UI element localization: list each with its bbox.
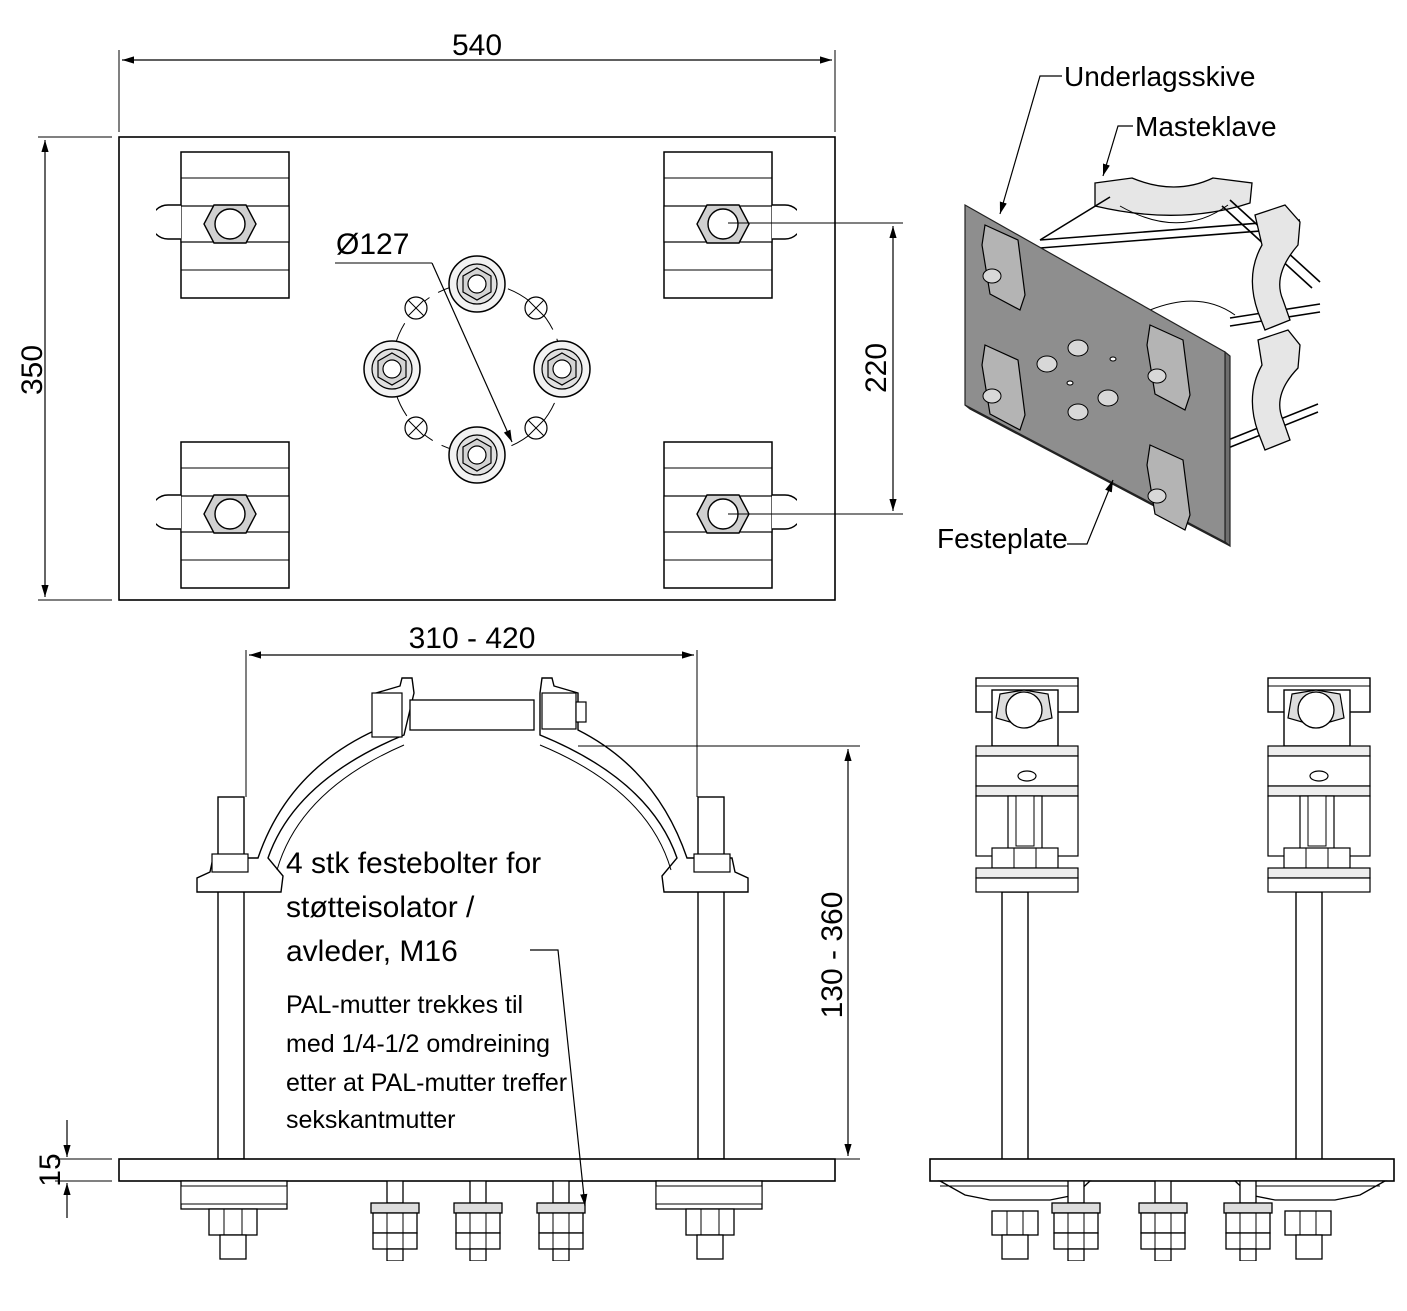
- plate-width-dim: 540: [452, 29, 502, 62]
- bolt-head-top: [448, 255, 506, 313]
- side-clamp-right: [1267, 677, 1371, 893]
- front-clamp-bolt: [409, 699, 535, 731]
- note-bolts-line3: avleder, M16: [286, 935, 458, 968]
- front-base-plate: [118, 1158, 836, 1182]
- front-center-bolt-1: [370, 1181, 420, 1261]
- note-pal-line4: sekskantmutter: [286, 1106, 456, 1134]
- label-plate: Festeplate: [937, 523, 1068, 554]
- front-center-bolt-3: [536, 1181, 586, 1261]
- front-rod-left: [217, 796, 245, 1160]
- side-rod-right: [1295, 891, 1323, 1163]
- iso-center-bolts: [1036, 339, 1119, 421]
- label-clamp: Masteklave: [1135, 111, 1277, 142]
- side-clamp-left: [975, 677, 1079, 893]
- spare-hole-2: [524, 296, 548, 320]
- iso-plate-clamps: [981, 224, 1191, 531]
- note-pal-line3: etter at PAL-mutter treffer: [286, 1069, 567, 1097]
- note-bolts-line2: støtteisolator /: [286, 891, 475, 924]
- front-rod-right: [697, 796, 725, 1160]
- top-view: Ø127 540 350 220: [16, 29, 903, 601]
- mast-range-dim: 310 - 420: [409, 622, 536, 655]
- clamp-spacing-dim: 220: [860, 343, 893, 393]
- plate-height-dim: 350: [16, 345, 49, 395]
- spare-hole-4: [524, 416, 548, 440]
- iso-front-clamp-upper: [1251, 204, 1301, 331]
- bolt-head-left: [363, 340, 421, 398]
- iso-plate-edge: [1224, 350, 1231, 548]
- front-center-bolt-2: [453, 1181, 503, 1261]
- bolt-head-right: [533, 340, 591, 398]
- spare-hole-1: [404, 296, 428, 320]
- side-view: [929, 677, 1395, 1261]
- spare-hole-3: [404, 416, 428, 440]
- height-range-dim: 130 - 360: [816, 892, 849, 1019]
- side-rod-left: [1001, 891, 1029, 1163]
- isometric-view: Underlagsskive Masteklave Festeplate: [937, 61, 1321, 554]
- label-washer: Underlagsskive: [1064, 61, 1255, 92]
- side-center-bolt-2: [1138, 1181, 1188, 1261]
- note-pal-line1: PAL-mutter trekkes til: [286, 991, 523, 1019]
- side-base-plate: [929, 1158, 1395, 1182]
- front-mast-clamp: [196, 677, 415, 893]
- plate-thickness-dim: 15: [34, 1153, 67, 1186]
- front-view: 310 - 420 130 - 360 15 4 stk festebolter…: [34, 622, 860, 1261]
- iso-front-clamp-lower: [1251, 329, 1301, 451]
- note-bolts-line1: 4 stk festebolter for: [286, 847, 541, 880]
- bolt-head-bottom: [448, 426, 506, 484]
- iso-back-clamp: [1094, 177, 1253, 216]
- note-pal-line2: med 1/4-1/2 omdreining: [286, 1030, 550, 1058]
- bolt-circle-dim: Ø127: [336, 228, 409, 261]
